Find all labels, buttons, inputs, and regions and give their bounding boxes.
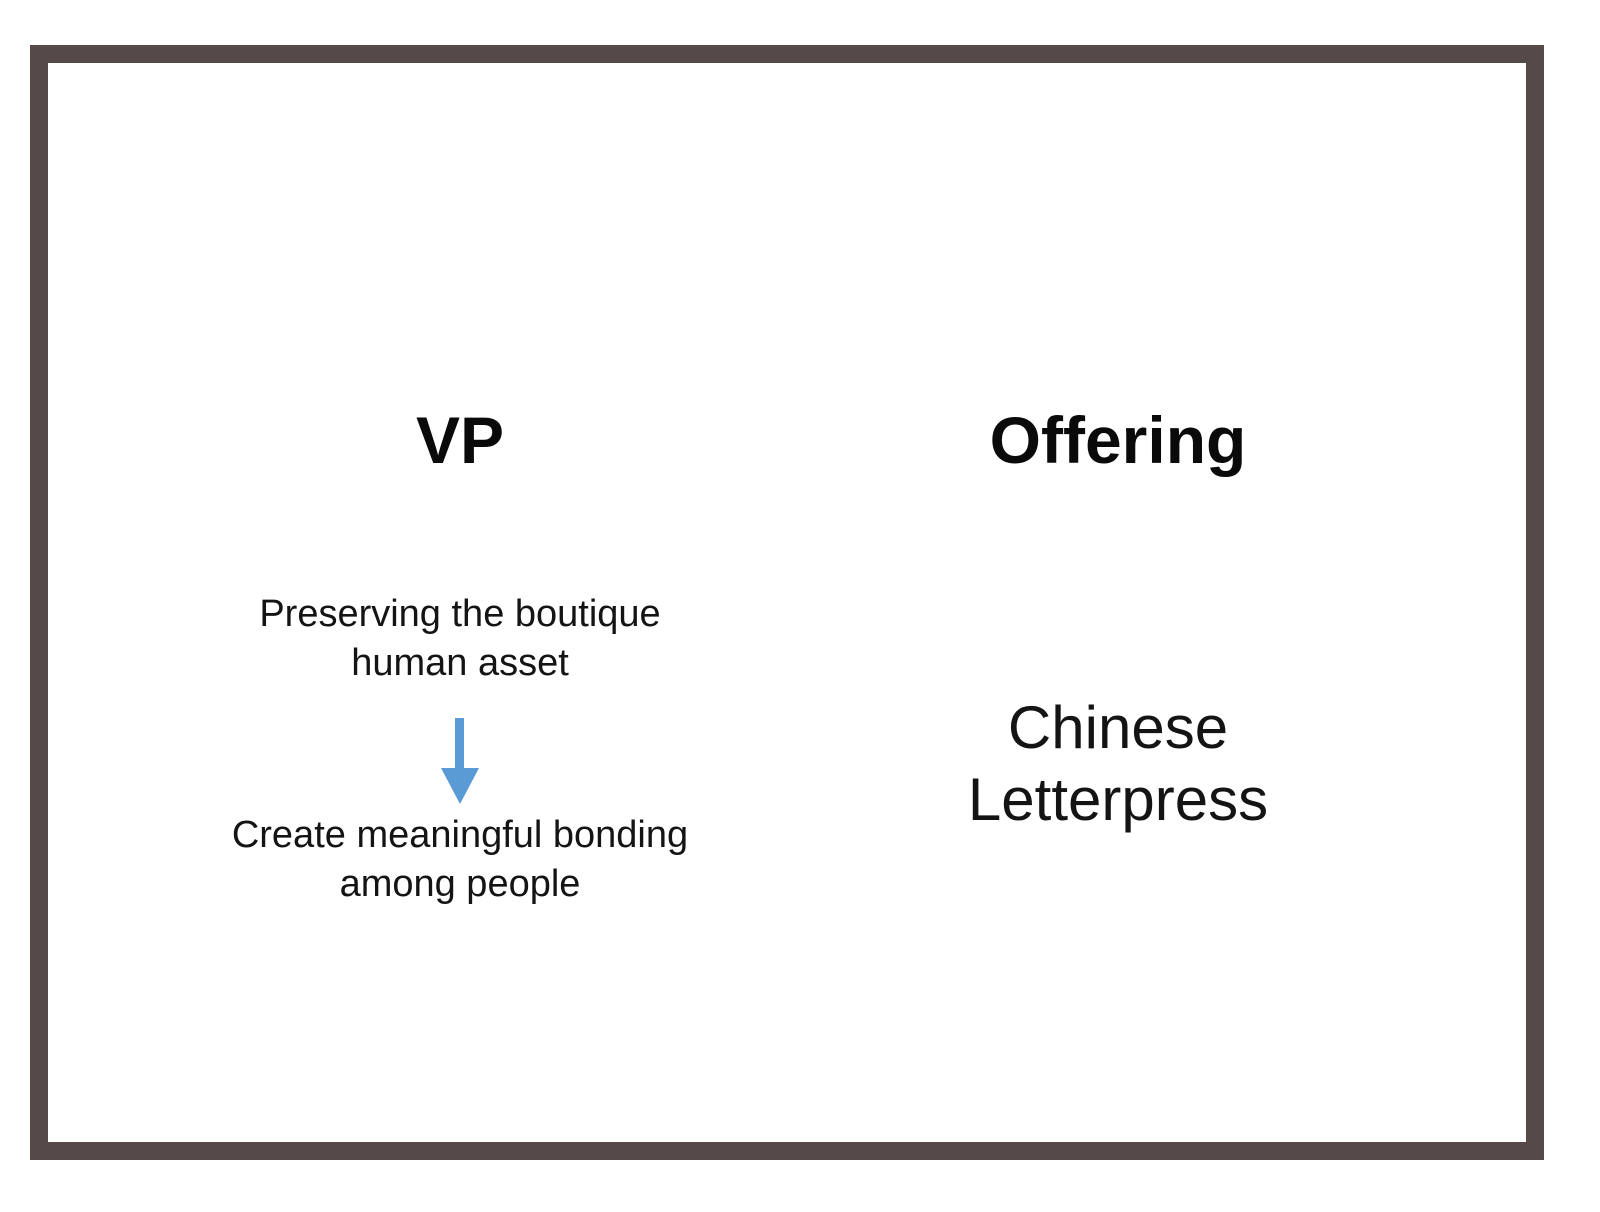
offering-line-2: Letterpress xyxy=(967,766,1269,833)
vp-from-line-2: human asset xyxy=(351,642,569,684)
vp-from-line-1: Preserving the boutique xyxy=(259,593,661,635)
slide-frame xyxy=(30,45,1544,1160)
vp-to-line-2: among people xyxy=(339,863,581,905)
vp-to-line-1: Create meaningful bonding xyxy=(231,814,689,856)
offering-line-1: Chinese xyxy=(1007,694,1229,761)
offering-item: Chinese Letterpress xyxy=(900,692,1336,836)
arrow-down-icon xyxy=(441,718,479,804)
offering-heading: Offering xyxy=(989,403,1247,477)
vp-heading: VP xyxy=(415,403,505,477)
vp-to-text: Create meaningful bonding among people xyxy=(150,811,770,909)
vp-from-text: Preserving the boutique human asset xyxy=(150,590,770,688)
